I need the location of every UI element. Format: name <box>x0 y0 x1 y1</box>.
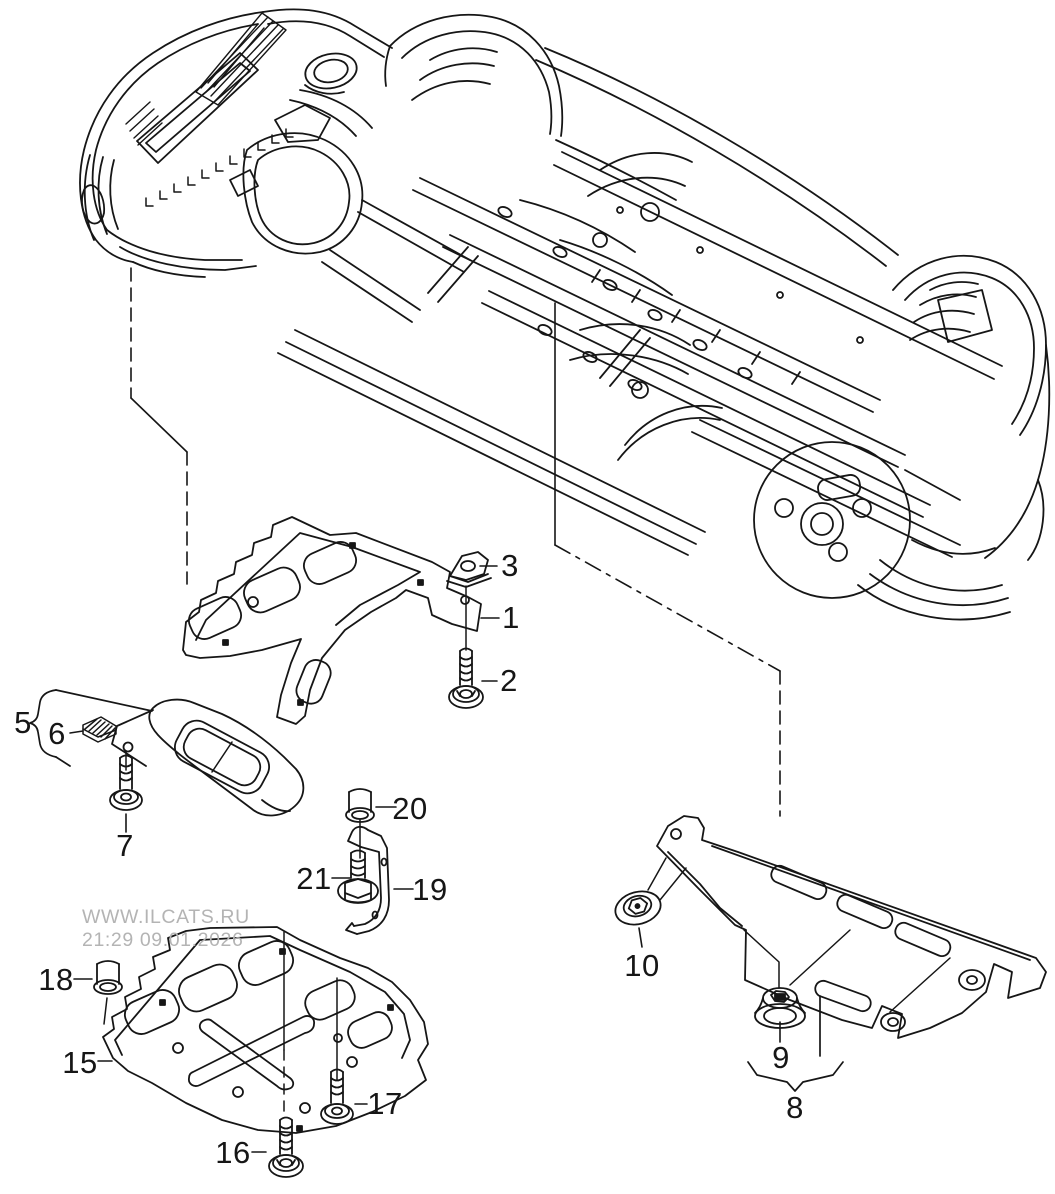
callout-15: 15 <box>62 1045 98 1080</box>
brace-item-8 <box>747 995 844 1092</box>
rear-valance <box>857 559 1011 621</box>
screw-item-17 <box>320 1068 354 1125</box>
flange-nut-item-9 <box>754 987 806 1029</box>
cap-nut-item-18 <box>93 960 123 995</box>
screw-item-16 <box>268 1116 304 1178</box>
brace-item-5 <box>29 689 153 767</box>
fog-lamp-opening <box>304 52 358 95</box>
bolt-item-21 <box>337 849 379 904</box>
watermark-line1: WWW.ILCATS.RU <box>82 906 250 928</box>
screw-item-7 <box>109 754 143 811</box>
front-wheel-arch-left <box>81 154 119 241</box>
leader-line-sill-panel <box>554 302 781 817</box>
spare-wheel-well <box>617 404 996 599</box>
grille-hatch <box>125 12 287 146</box>
rocker-sill <box>277 329 706 556</box>
front-wheel-arch-right <box>384 13 564 137</box>
callout-9: 9 <box>772 1040 790 1075</box>
watermark-line2: 21:29 09.01.2026 <box>82 929 244 951</box>
callout-10: 10 <box>624 948 660 983</box>
cap-nut-item-20 <box>345 788 375 823</box>
center-underbody-panel <box>182 516 482 725</box>
bracket-item-19 <box>345 825 390 935</box>
callout-21: 21 <box>296 861 332 896</box>
push-fastener-item-10 <box>614 890 662 926</box>
callout-17: 17 <box>367 1086 403 1121</box>
callout-5: 5 <box>14 705 32 740</box>
floor-rails <box>412 47 1003 518</box>
front-bumper <box>79 11 294 278</box>
callout-18: 18 <box>38 962 74 997</box>
leader-line-center-panel <box>130 267 188 585</box>
screw-item-2 <box>448 647 484 709</box>
watermark: WWW.ILCATS.RU 21:29 09.01.2026 <box>82 906 250 952</box>
callout-2: 2 <box>500 663 518 698</box>
callout-16: 16 <box>215 1135 251 1170</box>
callout-20: 20 <box>392 791 428 826</box>
callout-19: 19 <box>412 872 448 907</box>
trim-cover-item-5 <box>111 698 305 817</box>
callout-1: 1 <box>502 600 520 635</box>
sill-panel-item-8 <box>656 815 1047 1039</box>
engine-under-cover-item-15 <box>102 926 429 1134</box>
clip-row <box>145 128 294 207</box>
spring-nut-clip <box>446 551 492 588</box>
callout-8: 8 <box>786 1090 804 1125</box>
callout-6: 6 <box>48 716 66 751</box>
clip-nut-item-6 <box>82 716 117 743</box>
engine-cradle <box>229 89 693 323</box>
callout-3: 3 <box>501 548 519 583</box>
car-underbody-drawing <box>79 8 1051 621</box>
callout-7: 7 <box>116 828 134 863</box>
rear-wheel-arch-right <box>892 255 1051 561</box>
